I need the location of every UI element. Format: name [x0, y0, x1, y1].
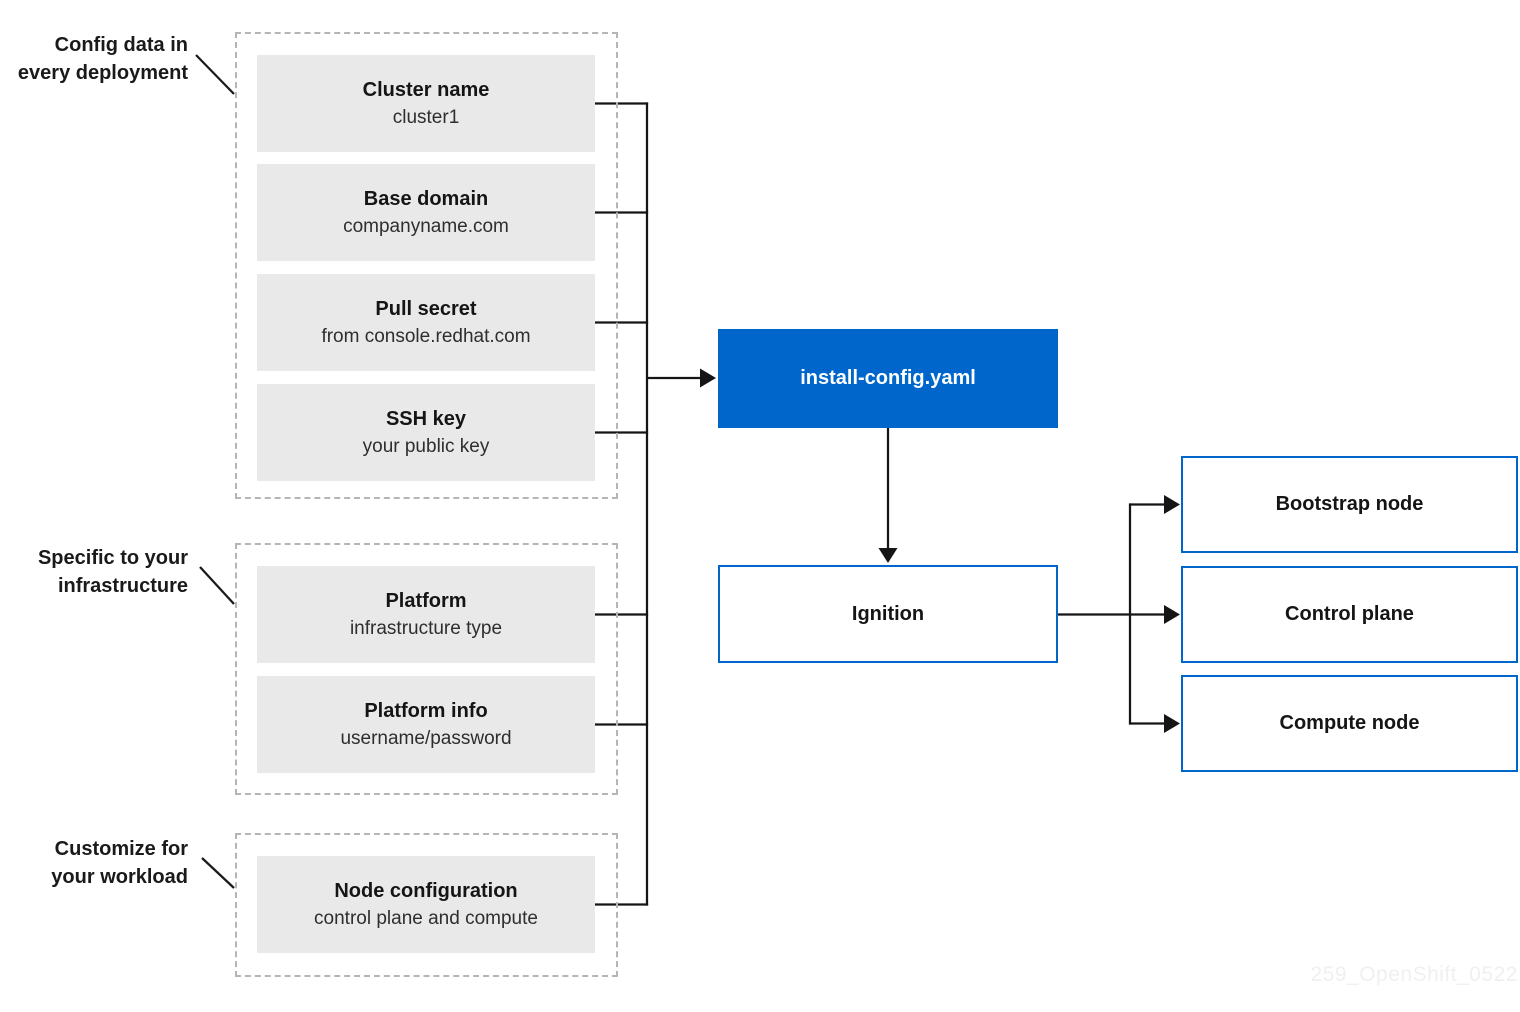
- node-control-plane: Control plane: [1181, 566, 1518, 663]
- config-box-title: Pull secret: [375, 297, 477, 320]
- node-ignition: Ignition: [718, 565, 1058, 663]
- config-box-pull-secret: Pull secret from console.redhat.com: [257, 274, 595, 371]
- arrowhead-control-plane-icon: [1164, 605, 1180, 624]
- config-box-platform: Platform infrastructure type: [257, 566, 595, 663]
- config-box-value: your public key: [362, 435, 490, 457]
- label-specific-to-your-infrastructure: Specific to your infrastructure: [0, 544, 188, 600]
- pointer-line-infrastructure: [199, 566, 235, 605]
- config-box-value: companyname.com: [343, 215, 509, 237]
- pointer-line-config-data: [195, 54, 235, 95]
- node-label: Ignition: [851, 602, 925, 625]
- config-box-value: username/password: [340, 727, 512, 749]
- watermark-text: 259_OpenShift_0522: [1310, 963, 1518, 986]
- arrow-trunk-to-install-config: [647, 368, 716, 388]
- node-label: Compute node: [1279, 712, 1420, 734]
- arrowhead-compute-icon: [1164, 714, 1180, 733]
- config-box-node-configuration: Node configuration control plane and com…: [257, 856, 595, 953]
- arrowhead-icon: [700, 368, 716, 388]
- arrowhead-icon: [878, 548, 898, 563]
- arrowhead-bootstrap-icon: [1164, 495, 1180, 514]
- arrows-ignition-to-nodes: [1058, 495, 1180, 733]
- node-install-config-yaml: install-config.yaml: [718, 329, 1058, 428]
- config-to-trunk-connectors: [593, 102, 649, 906]
- arrow-install-config-to-ignition: [878, 428, 898, 563]
- config-box-ssh-key: SSH key your public key: [257, 384, 595, 481]
- node-label: Control plane: [1285, 603, 1414, 625]
- group-specific-to-infrastructure: [235, 543, 618, 795]
- label-config-data-in-every-deployment: Config data in every deployment: [0, 31, 188, 87]
- label-line: Specific to your: [37, 547, 188, 569]
- node-bootstrap: Bootstrap node: [1181, 456, 1518, 553]
- config-box-base-domain: Base domain companyname.com: [257, 164, 595, 261]
- label-customize-for-your-workload: Customize for your workload: [0, 835, 188, 891]
- group-customize-for-workload: [235, 833, 618, 977]
- node-label: Bootstrap node: [1275, 493, 1424, 515]
- config-box-cluster-name: Cluster name cluster1: [257, 55, 595, 152]
- pointer-line-workload: [201, 857, 235, 889]
- config-box-title: Base domain: [363, 187, 489, 210]
- label-pointer-lines: [195, 54, 235, 889]
- config-box-platform-info: Platform info username/password: [257, 676, 595, 773]
- group-config-data-every-deployment: [235, 32, 618, 499]
- config-box-title: Cluster name: [362, 78, 490, 101]
- config-box-value: infrastructure type: [349, 617, 503, 639]
- label-line: infrastructure: [57, 575, 188, 597]
- node-label: install-config.yaml: [800, 367, 976, 389]
- label-line: Customize for: [54, 838, 188, 860]
- config-box-title: Platform info: [364, 699, 488, 722]
- config-box-value: control plane and compute: [314, 907, 538, 929]
- config-box-value: from console.redhat.com: [321, 325, 531, 347]
- label-line: Config data in: [54, 34, 188, 56]
- node-compute: Compute node: [1181, 675, 1518, 772]
- config-box-title: SSH key: [385, 407, 467, 430]
- label-line: every deployment: [17, 62, 188, 84]
- config-box-title: Node configuration: [334, 879, 518, 902]
- config-box-title: Platform: [385, 589, 467, 612]
- label-line: your workload: [51, 866, 188, 888]
- config-box-value: cluster1: [392, 106, 460, 128]
